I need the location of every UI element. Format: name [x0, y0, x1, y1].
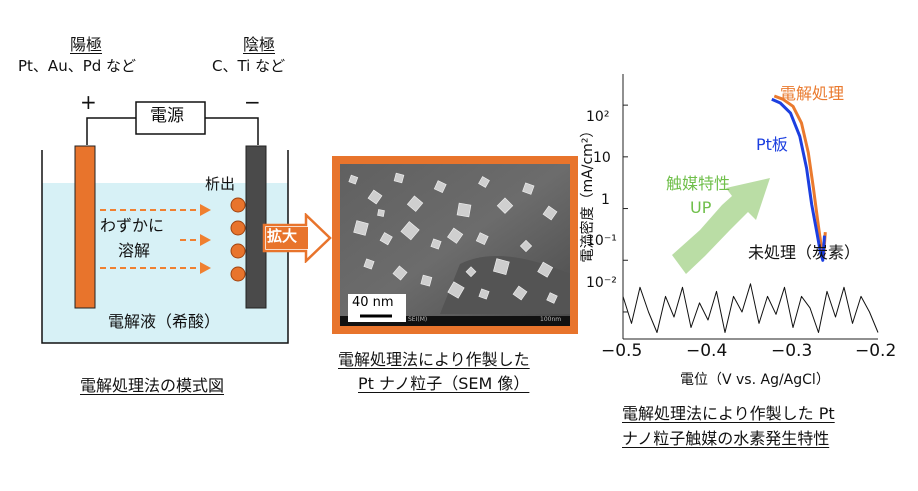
- series-line-2: [622, 283, 879, 333]
- deposit-particle: [230, 266, 246, 282]
- annotation-text: UP: [690, 198, 712, 217]
- ion-arrow: [100, 262, 211, 274]
- cathode-materials: C、Ti など: [212, 57, 286, 75]
- y-tick-label: 10: [593, 150, 611, 166]
- electrolyte-label: 電解液（希酸）: [108, 312, 221, 331]
- sem-footer-text: SEI(M): [408, 316, 428, 323]
- sem-image-frame: 40 nm SEI(M) 100nm: [332, 156, 578, 334]
- dissolve-label: 溶解: [118, 241, 151, 260]
- enlarge-label: 拡大: [267, 227, 298, 245]
- x-tick-label: −0.2: [855, 341, 897, 361]
- plus-sign: +: [80, 90, 97, 114]
- dissolve-label: わずかに: [100, 216, 165, 235]
- sem-image: [340, 164, 570, 326]
- anode-materials: Pt、Au、Pd など: [18, 57, 137, 75]
- annotation-text: 触媒特性: [666, 174, 731, 193]
- sem-footer-text: 100nm: [540, 316, 562, 323]
- power-supply-box: [135, 101, 206, 135]
- chart-caption: ナノ粒子触媒の水素発生特性: [622, 429, 830, 448]
- ion-arrow: [100, 204, 211, 216]
- x-tick-label: −0.5: [601, 341, 643, 361]
- deposit-particle: [230, 243, 246, 259]
- sem-caption: 電解処理法により作製した: [338, 350, 530, 369]
- electrolysis-diagram: 陽極 Pt、Au、Pd など 陰極 C、Ti など + − 電源 析出 わずかに…: [0, 0, 320, 420]
- y-tick-label: 10⁻¹: [586, 233, 617, 249]
- y-tick-label: 1: [601, 192, 610, 208]
- deposit-particle: [230, 197, 246, 213]
- y-tick-label: 10⁻²: [586, 275, 617, 291]
- y-tick-label: 10²: [586, 109, 610, 125]
- wire-left: [86, 117, 136, 145]
- electrolysis-cell: [41, 101, 289, 344]
- her-chart: [622, 74, 879, 340]
- ion-arrow: [180, 234, 211, 246]
- x-tick-label: −0.4: [686, 341, 728, 361]
- anode-title: 陽極: [70, 35, 103, 54]
- series-label-electrolysis: 電解処理: [780, 84, 845, 103]
- minus-sign: −: [244, 90, 261, 114]
- x-axis-label: 電位（V vs. Ag/AgCl）: [680, 372, 830, 388]
- performance-up-arrow: [672, 178, 770, 274]
- enlarge-arrow: [262, 213, 332, 263]
- deposit-particle: [230, 220, 246, 236]
- y-axis-label: 電流密度（mA/cm²）: [580, 123, 596, 263]
- electrolysis-caption: 電解処理法の模式図: [80, 376, 225, 395]
- series-line-1: [771, 97, 826, 262]
- deposit-label: 析出: [205, 175, 236, 193]
- sem-caption: Pt ナノ粒子（SEM 像）: [358, 374, 530, 393]
- x-tick-label: −0.3: [771, 341, 813, 361]
- power-supply-label: 電源: [150, 106, 184, 126]
- cathode-title: 陰極: [243, 35, 276, 54]
- wire-right: [205, 117, 259, 145]
- anode-electrode: [74, 145, 96, 309]
- chart-caption: 電解処理法により作製した Pt: [622, 404, 835, 423]
- sem-scale-bar-label: 40 nm: [352, 295, 394, 310]
- series-label-untreated: 未処理（炭素）: [748, 243, 861, 262]
- series-label-pt-plate: Pt板: [756, 135, 788, 154]
